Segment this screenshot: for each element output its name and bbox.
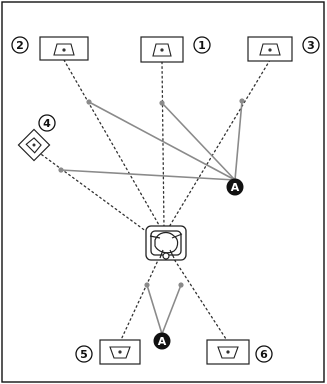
front-distance-lines [58,98,245,181]
number-circle [38,114,56,132]
number-badge-surround-left: 5 [75,345,93,363]
distance-line-center [161,102,236,181]
number-circle [193,36,211,54]
distance-line-surround-right [161,284,182,335]
guide-line-front-left [63,59,164,233]
speaker-cone-icon [109,346,131,359]
speaker-surround-right [206,339,250,365]
distance-marker-front: A [226,178,244,196]
distance-marker-front-label: A [231,181,240,194]
speaker-center-dot [62,48,66,52]
guide-line-center [161,61,165,229]
number-circle [75,345,93,363]
speaker-front-right [247,36,293,62]
guide-line-surround-left [119,255,161,343]
speaker-number-front-right: 3 [307,39,315,52]
speaker-number-subwoofer: 4 [43,117,51,130]
distance-marker-rear: A [153,332,171,350]
distance-line-front-right [234,100,243,181]
distance-line-front-left [88,101,236,181]
rear-distance-lines [144,282,184,335]
marker-a-circle [226,178,244,196]
speaker-cone-icon [152,43,172,57]
distance-node [144,282,150,288]
distance-line-subwoofer [60,169,236,181]
distance-node [86,99,92,105]
speaker-cone-icon [53,43,75,56]
listener-icon [154,231,179,254]
speaker-center-dot [32,143,36,147]
number-circle [255,345,273,363]
distance-marker-rear-label: A [158,335,167,348]
speaker-front-left [39,36,89,61]
listener-limbs [149,233,183,259]
marker-a-circle [153,332,171,350]
number-badge-subwoofer: 4 [38,114,56,132]
distance-node [239,98,245,104]
speaker-surround-left [99,339,141,365]
distance-node [159,100,165,106]
speaker-cone-icon [217,346,239,359]
number-badge-center: 1 [193,36,211,54]
number-badge-surround-right: 6 [255,345,273,363]
number-badge-front-left: 2 [11,36,29,54]
speaker-center [140,36,184,63]
guide-line-subwoofer [33,148,159,241]
distance-node [58,167,64,173]
dotted-guide-lines [33,59,271,343]
speaker-number-center: 1 [198,39,206,52]
speaker-cone-icon [259,43,281,56]
distance-line-surround-left [146,284,163,335]
guide-line-front-right [165,59,271,233]
speaker-center-dot [118,350,122,354]
speaker-number-surround-right: 6 [260,348,268,361]
speaker-number-surround-left: 5 [80,348,88,361]
speaker-subwoofer [17,128,51,162]
speaker-center-dot [268,48,272,52]
number-circle [302,36,320,54]
listener-position [145,225,187,261]
speaker-center-dot [160,48,164,52]
speaker-center-dot [226,350,230,354]
number-badge-front-right: 3 [302,36,320,54]
speaker-number-front-left: 2 [16,39,24,52]
distance-node [178,282,184,288]
speaker-cone-icon [25,137,42,154]
listener-head-icon [162,252,170,260]
number-circle [11,36,29,54]
